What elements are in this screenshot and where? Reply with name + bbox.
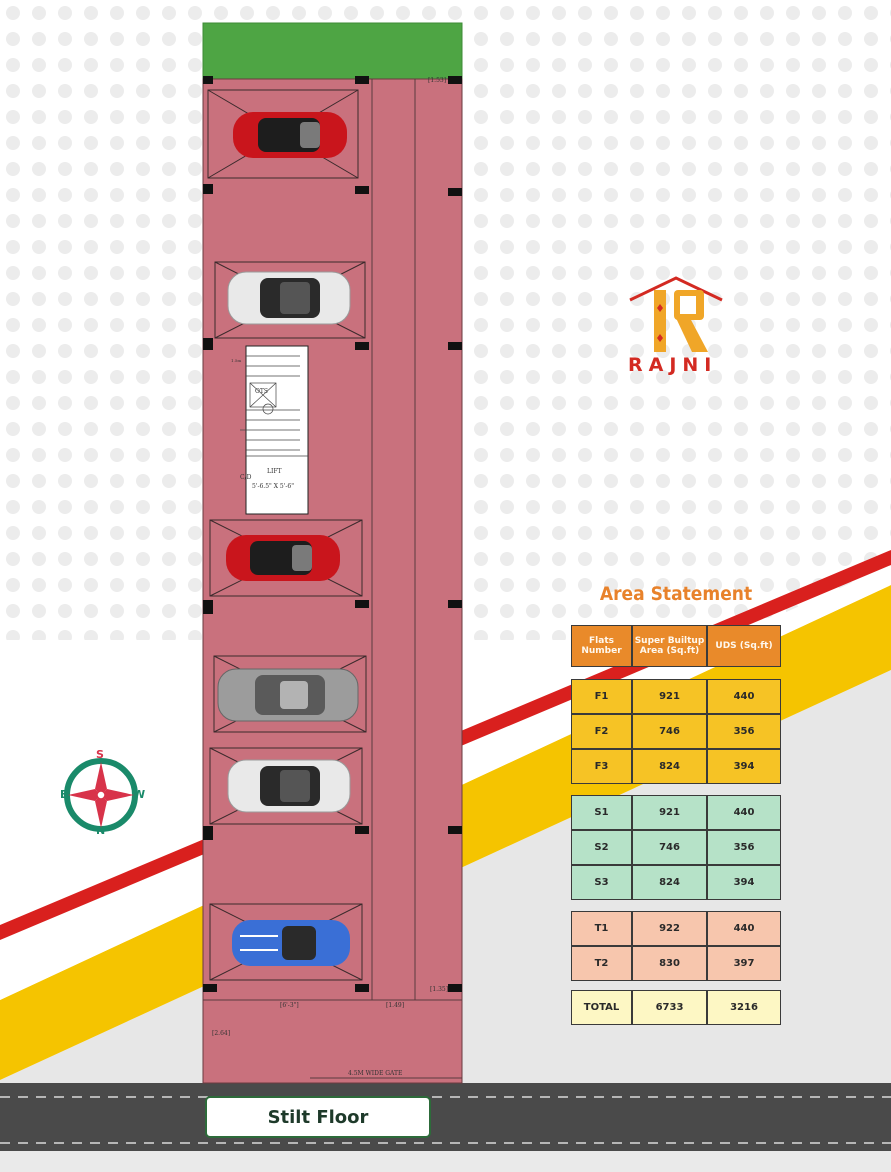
gate-label: 4.5M WIDE GATE xyxy=(348,1070,403,1077)
flat-number-cell: TOTAL xyxy=(571,990,632,1025)
uds-cell: 397 xyxy=(707,946,781,981)
flat-number-cell: F1 xyxy=(571,679,632,714)
flat-number-cell: F3 xyxy=(571,749,632,784)
compass-label-right: W xyxy=(133,788,146,801)
dim-vert-label: [2.64] xyxy=(212,1030,231,1037)
flat-number-cell: F2 xyxy=(571,714,632,749)
lift-label: LIFT xyxy=(267,468,282,475)
compass-icon xyxy=(64,758,138,832)
uds-cell: 394 xyxy=(707,749,781,784)
car-grey xyxy=(217,668,359,722)
area-statement-title: Area Statement xyxy=(599,583,753,605)
uds-cell: 440 xyxy=(707,911,781,946)
dim-mid-label: [1.49] xyxy=(386,1002,405,1009)
dim-bottom-label: [1.35] xyxy=(430,986,449,993)
super-builtup-cell: 922 xyxy=(632,911,707,946)
car-blue xyxy=(232,920,350,966)
super-builtup-cell: 921 xyxy=(632,795,707,830)
floor-label: Stilt Floor xyxy=(205,1096,431,1138)
ots-label: OTS xyxy=(255,388,269,395)
uds-cell: 440 xyxy=(707,679,781,714)
super-builtup-cell: 746 xyxy=(632,714,707,749)
road xyxy=(0,1083,891,1151)
car-white-1 xyxy=(227,271,351,325)
compass-label-bottom: N xyxy=(96,824,106,837)
area-header-1: Super Builtup Area (Sq.ft) xyxy=(632,625,707,667)
super-builtup-cell: 6733 xyxy=(632,990,707,1025)
rajni-logo-icon xyxy=(629,276,723,352)
super-builtup-cell: 746 xyxy=(632,830,707,865)
area-header-2: UDS (Sq.ft) xyxy=(707,625,781,667)
cd-label: C/D xyxy=(240,474,252,481)
uds-cell: 440 xyxy=(707,795,781,830)
car-red-1 xyxy=(233,112,347,158)
flat-number-cell: S2 xyxy=(571,830,632,865)
super-builtup-cell: 824 xyxy=(632,749,707,784)
flat-number-cell: T1 xyxy=(571,911,632,946)
super-builtup-cell: 921 xyxy=(632,679,707,714)
stair-mark-label: 1.5m xyxy=(231,358,242,363)
compass-label-left: E xyxy=(60,788,68,801)
super-builtup-cell: 830 xyxy=(632,946,707,981)
car-white-2 xyxy=(227,759,351,813)
car-red-2 xyxy=(226,535,340,581)
dim-top-label: [1.53] xyxy=(428,77,447,84)
super-builtup-cell: 824 xyxy=(632,865,707,900)
uds-cell: 3216 xyxy=(707,990,781,1025)
uds-cell: 394 xyxy=(707,865,781,900)
compass-label-top: S xyxy=(96,748,104,761)
uds-cell: 356 xyxy=(707,830,781,865)
area-header-0: Flats Number xyxy=(571,625,632,667)
uds-cell: 356 xyxy=(707,714,781,749)
lift-size-label: 5'-6.5" X 5'-6" xyxy=(252,483,294,490)
grass-strip xyxy=(203,23,462,79)
flat-number-cell: T2 xyxy=(571,946,632,981)
dim-left-label: [6'-3"] xyxy=(280,1002,299,1009)
brand-name: RAJNI xyxy=(628,354,718,376)
flat-number-cell: S3 xyxy=(571,865,632,900)
flat-number-cell: S1 xyxy=(571,795,632,830)
